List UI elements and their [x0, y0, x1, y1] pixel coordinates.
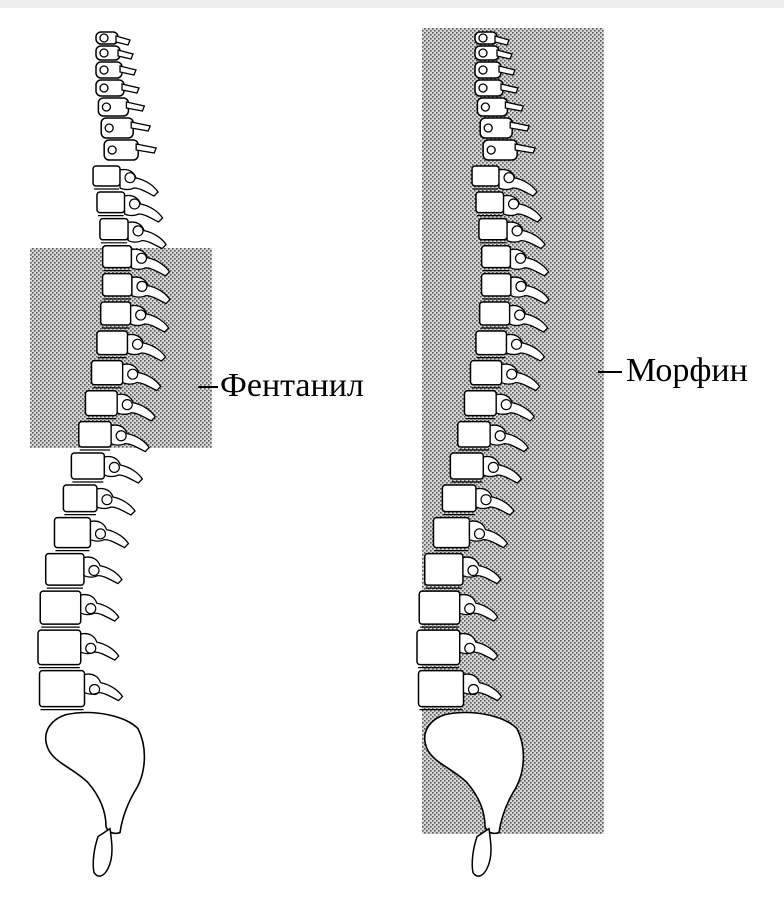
- spine-diagram-right: [400, 0, 784, 902]
- coccyx: [93, 829, 112, 876]
- thoracic-vertebra: [97, 192, 125, 213]
- lumbar-vertebra: [38, 630, 81, 665]
- thoracic-vertebra: [442, 485, 476, 512]
- panel-fentanyl: [0, 0, 400, 902]
- thoracic-vertebra: [71, 453, 104, 479]
- label-leader-line: [598, 371, 622, 373]
- thoracic-vertebra: [93, 166, 120, 186]
- lumbar-vertebra: [419, 671, 464, 707]
- spine-illustration-left: [38, 32, 170, 876]
- thoracic-vertebra: [476, 192, 504, 213]
- label-leader-line: [198, 386, 218, 388]
- spinous-process: [128, 222, 166, 249]
- thoracic-vertebra: [97, 331, 128, 355]
- thoracic-vertebra: [100, 219, 128, 240]
- thoracic-vertebra: [472, 166, 499, 186]
- spinous-process: [81, 595, 119, 622]
- thoracic-vertebra: [482, 246, 511, 268]
- lumbar-vertebra: [417, 630, 460, 665]
- thoracic-vertebra: [63, 485, 97, 512]
- spinous-process: [90, 521, 128, 548]
- lumbar-vertebra: [40, 591, 81, 624]
- thoracic-vertebra: [85, 391, 117, 416]
- thoracic-vertebra: [458, 422, 490, 447]
- thoracic-vertebra: [464, 391, 496, 416]
- spinous-process: [116, 36, 130, 45]
- thoracic-vertebra: [476, 331, 507, 355]
- thoracic-vertebra: [101, 302, 131, 325]
- lumbar-vertebra: [425, 554, 463, 586]
- spinous-process: [131, 122, 150, 131]
- cervical-vertebra: [101, 118, 133, 138]
- cervical-vertebra: [483, 140, 517, 160]
- cervical-vertebra: [104, 140, 138, 160]
- lumbar-vertebra: [40, 671, 85, 707]
- thoracic-vertebra: [471, 361, 502, 385]
- spinous-process: [120, 169, 158, 196]
- drug-label-fentanyl: Фентанил: [220, 369, 364, 403]
- spinous-process: [136, 144, 156, 153]
- lumbar-vertebra: [46, 554, 84, 586]
- lumbar-vertebra: [433, 518, 469, 548]
- spinous-process: [84, 557, 122, 584]
- spinous-process: [118, 50, 133, 59]
- cervical-vertebra: [96, 32, 118, 44]
- cervical-vertebra: [475, 32, 497, 44]
- thoracic-vertebra: [103, 274, 132, 296]
- sacrum: [46, 713, 145, 834]
- coccyx: [472, 829, 491, 876]
- lumbar-vertebra: [54, 518, 90, 548]
- spine-diagram-left: [0, 0, 400, 902]
- thoracic-vertebra: [482, 274, 511, 296]
- lumbar-vertebra: [419, 591, 460, 624]
- thoracic-vertebra: [103, 246, 132, 268]
- thoracic-vertebra: [480, 302, 510, 325]
- thoracic-vertebra: [479, 219, 507, 240]
- spinous-process: [125, 195, 163, 222]
- drug-label-morphine: Морфин: [626, 354, 748, 388]
- cervical-vertebra: [480, 118, 512, 138]
- thoracic-vertebra: [450, 453, 483, 479]
- panel-morphine: [400, 0, 784, 902]
- thoracic-vertebra: [92, 361, 123, 385]
- thoracic-vertebra: [79, 422, 111, 447]
